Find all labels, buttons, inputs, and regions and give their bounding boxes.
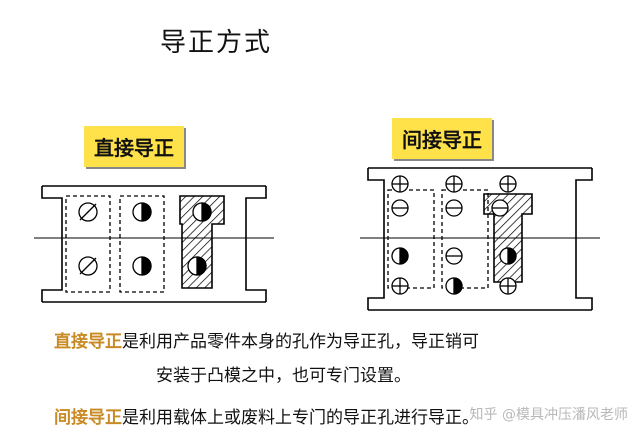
direct-guiding-term: 直接导正 bbox=[54, 332, 122, 352]
indirect-guiding-diagram bbox=[360, 167, 600, 311]
part-2 bbox=[441, 189, 489, 289]
watermark: 知乎 @模具冲压潘风老师 bbox=[469, 407, 628, 423]
indirect-guiding-term: 间接导正 bbox=[54, 408, 122, 428]
description-text-1: 是利用产品零件本身的孔作为导正孔，导正销可 bbox=[122, 332, 479, 352]
description-line-2: 安装于凸模之中，也可专门设置。 bbox=[156, 366, 411, 386]
indirect-guiding-label: 间接导正 bbox=[392, 118, 492, 159]
description-line-1: 直接导正是利用产品零件本身的孔作为导正孔，导正销可 bbox=[54, 332, 479, 352]
part-1 bbox=[387, 189, 435, 289]
part-2 bbox=[119, 195, 165, 293]
direct-guiding-label: 直接导正 bbox=[84, 126, 184, 167]
description-text-3: 是利用载体上或废料上专门的导正孔进行导正。 bbox=[122, 408, 479, 428]
guide-punch bbox=[483, 193, 533, 283]
page-title: 导正方式 bbox=[160, 28, 273, 58]
part-1 bbox=[65, 195, 111, 293]
direct-guiding-diagram bbox=[34, 185, 274, 303]
description-line-3: 间接导正是利用载体上或废料上专门的导正孔进行导正。 bbox=[54, 408, 479, 428]
strip-outline bbox=[41, 185, 267, 303]
